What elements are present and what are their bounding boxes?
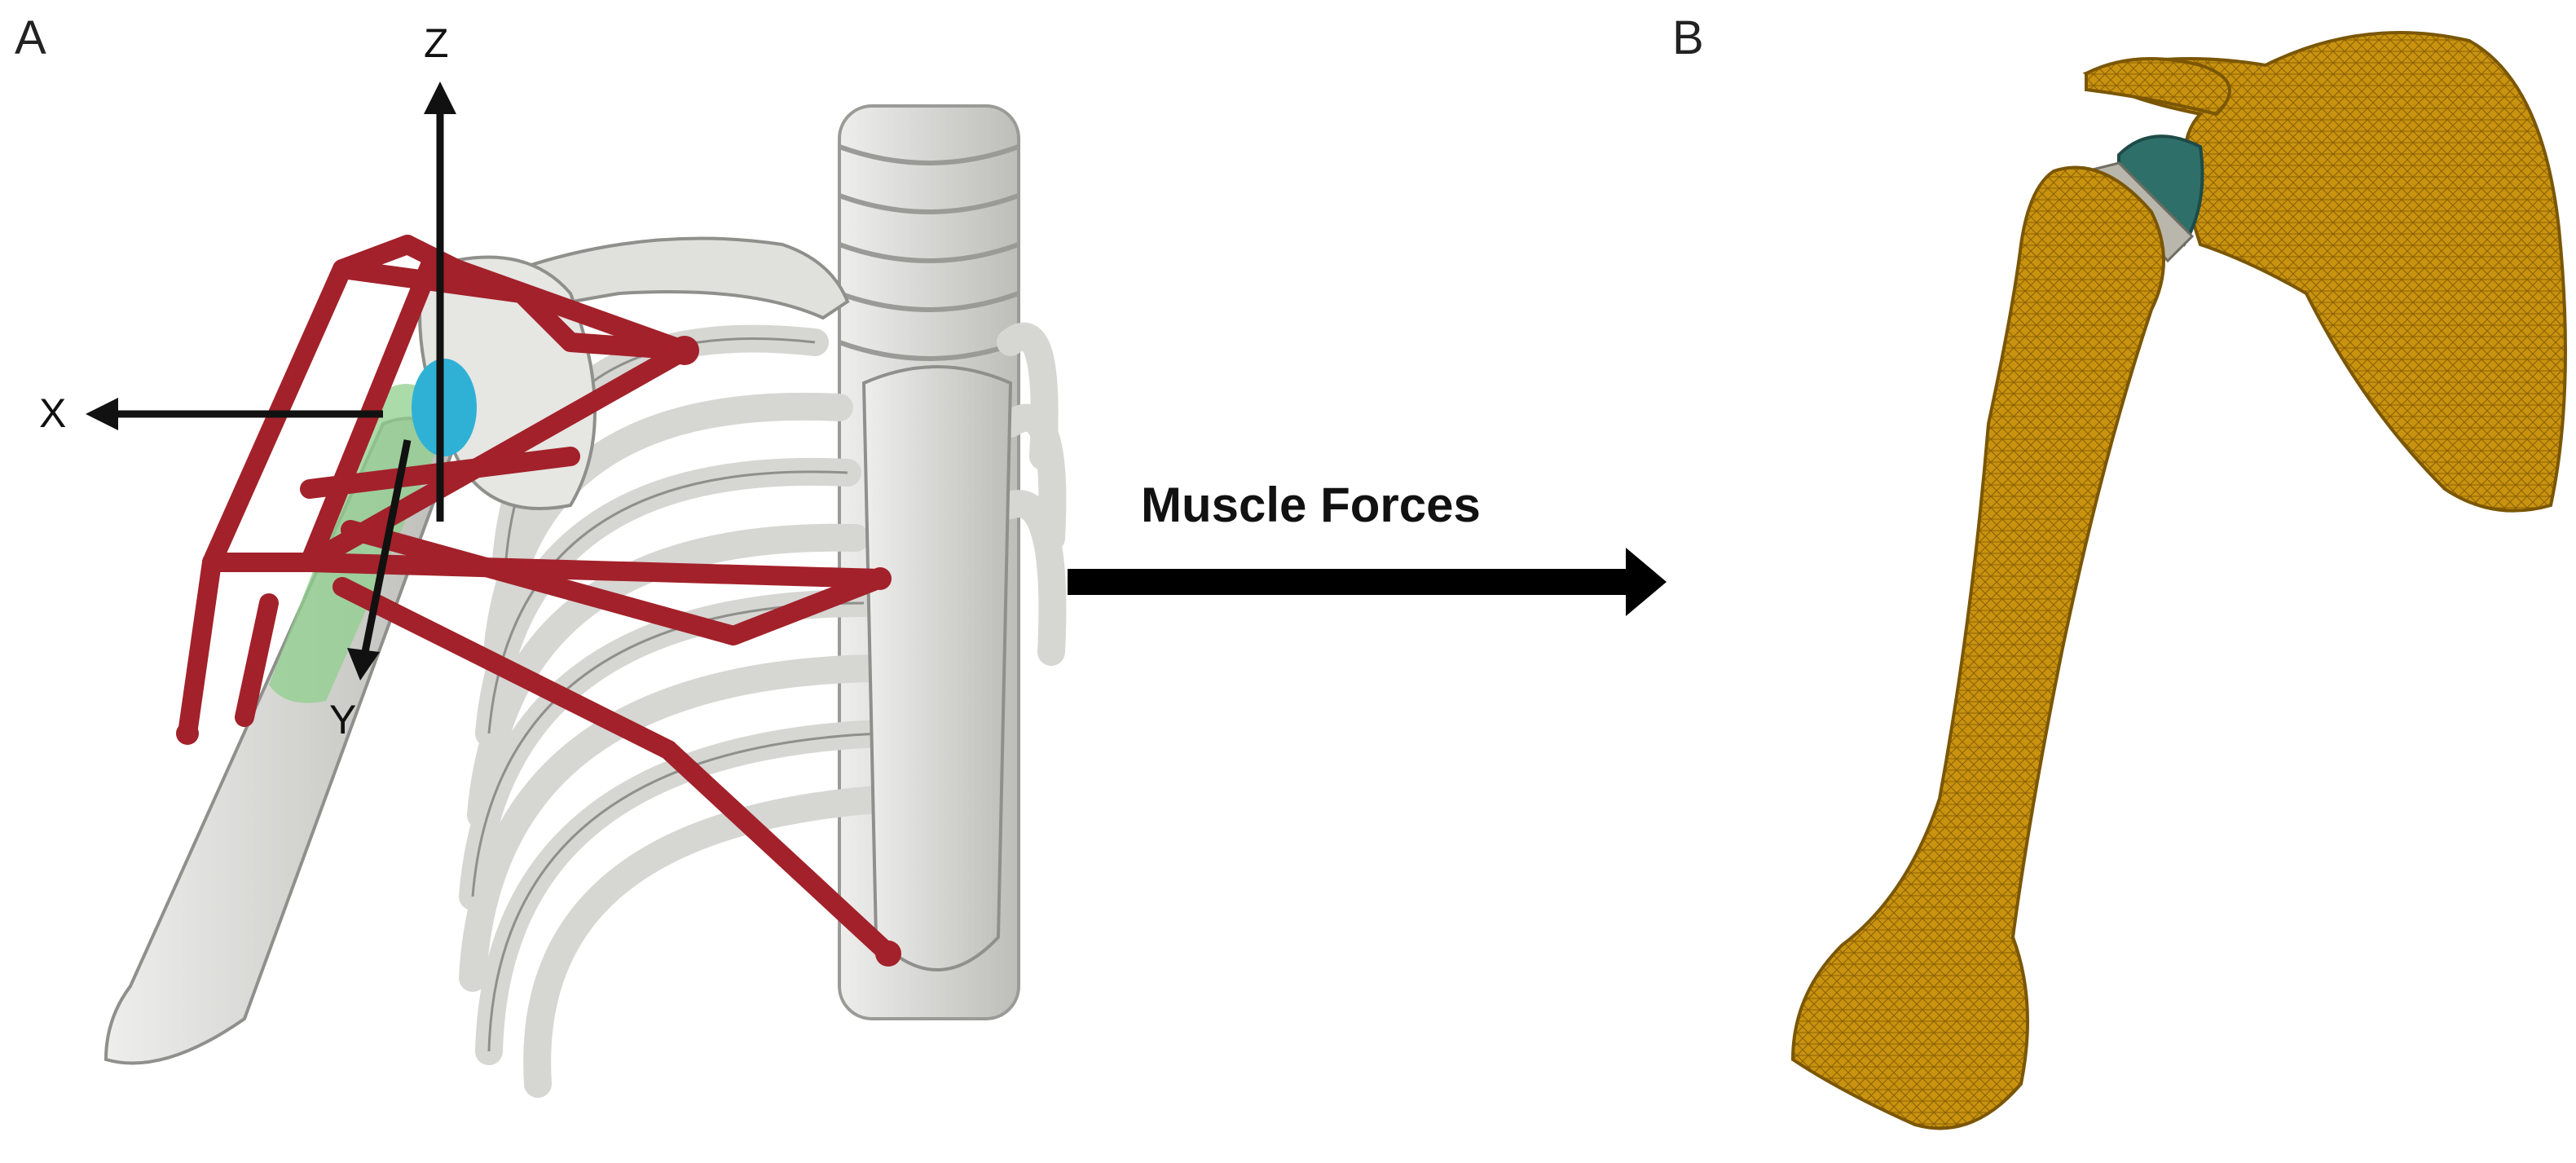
x-axis-arrowhead: [86, 398, 118, 430]
humeral-head: [412, 359, 477, 456]
z-axis-label: Z: [424, 20, 449, 66]
y-axis-line: [361, 439, 412, 653]
y-axis-arrowhead: [347, 648, 380, 681]
panel-b-fe-model: [1790, 31, 2567, 1130]
panel-a-skeleton-model: [86, 81, 1067, 1098]
panel-b-label: B: [1672, 11, 1704, 64]
sternum: [861, 365, 1013, 971]
y-axis-label: Y: [329, 697, 357, 742]
coordinate-axes: [86, 81, 456, 681]
panel-a-label: A: [15, 11, 46, 64]
fe-humerus: [1790, 165, 2165, 1130]
muscle-forces-arrow: [1068, 548, 1667, 616]
x-axis-label: X: [39, 390, 67, 436]
z-axis-arrowhead: [424, 81, 456, 114]
muscle-forces-label: Muscle Forces: [1141, 478, 1481, 532]
